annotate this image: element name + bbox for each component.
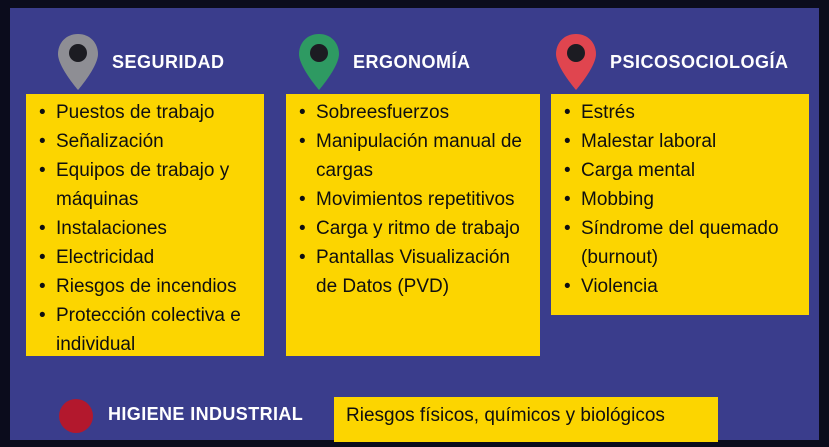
psicosociologia-title: PSICOSOCIOLOGÍA xyxy=(610,51,789,72)
list-item: •Malestar laboral xyxy=(564,131,717,152)
map-pin-icon xyxy=(58,34,98,90)
seguridad-header: SEGURIDAD xyxy=(56,30,225,94)
list-item: •Carga mental xyxy=(564,160,696,181)
item-text: Movimientos repetitivos xyxy=(316,189,515,210)
seguridad-list: •Puestos de trabajo •Señalización •Equip… xyxy=(38,98,254,359)
ergonomia-list: •Sobreesfuerzos •Manipulación manual de … xyxy=(298,98,530,301)
ergonomia-header: ERGONOMÍA xyxy=(297,30,471,94)
list-item: •Sobreesfuerzos xyxy=(299,102,450,123)
list-item: •Protección colectiva e individual xyxy=(39,305,241,355)
map-pin-icon xyxy=(556,34,596,90)
slide: SEGURIDAD ERGONOMÍA PSICOSOCIOLOGÍA •Pue… xyxy=(10,8,819,442)
item-text: Pantallas Visualización de Datos (PVD) xyxy=(316,247,510,297)
item-text: Sobreesfuerzos xyxy=(316,102,450,123)
list-item: •Estrés xyxy=(564,102,635,123)
higiene-text: Riesgos físicos, químicos y biológicos xyxy=(346,405,665,426)
list-item: •Equipos de trabajo y máquinas xyxy=(39,160,230,210)
list-item: •Violencia xyxy=(564,276,658,297)
item-text: Instalaciones xyxy=(56,218,167,239)
item-text: Equipos de trabajo y máquinas xyxy=(56,160,230,210)
higiene-box: Riesgos físicos, químicos y biológicos xyxy=(334,397,718,442)
item-text: Estrés xyxy=(581,102,635,123)
psicosociologia-box: •Estrés •Malestar laboral •Carga mental … xyxy=(551,94,809,315)
list-item: •Carga y ritmo de trabajo xyxy=(299,218,520,239)
item-text: Señalización xyxy=(56,131,164,152)
map-pin-icon xyxy=(299,34,339,90)
item-text: Puestos de trabajo xyxy=(56,102,215,123)
item-text: Manipulación manual de cargas xyxy=(316,131,522,181)
item-text: Síndrome del quemado (burnout) xyxy=(581,218,779,268)
list-item: •Señalización xyxy=(39,131,164,152)
higiene-dot-icon xyxy=(59,399,93,433)
list-item: •Puestos de trabajo xyxy=(39,102,215,123)
seguridad-box: •Puestos de trabajo •Señalización •Equip… xyxy=(26,94,264,356)
item-text: Protección colectiva e individual xyxy=(56,305,241,355)
item-text: Electricidad xyxy=(56,247,155,268)
list-item: •Instalaciones xyxy=(39,218,167,239)
list-item: •Síndrome del quemado (burnout) xyxy=(564,218,779,268)
list-item: •Manipulación manual de cargas xyxy=(299,131,522,181)
list-item: •Movimientos repetitivos xyxy=(299,189,515,210)
item-text: Mobbing xyxy=(581,189,654,210)
psicosociologia-list: •Estrés •Malestar laboral •Carga mental … xyxy=(563,98,799,301)
item-text: Riesgos de incendios xyxy=(56,276,237,297)
psicosociologia-header: PSICOSOCIOLOGÍA xyxy=(554,30,789,94)
item-text: Violencia xyxy=(581,276,658,297)
ergonomia-title: ERGONOMÍA xyxy=(353,51,471,72)
list-item: •Electricidad xyxy=(39,247,155,268)
item-text: Malestar laboral xyxy=(581,131,717,152)
ergonomia-box: •Sobreesfuerzos •Manipulación manual de … xyxy=(286,94,540,356)
list-item: •Mobbing xyxy=(564,189,654,210)
item-text: Carga y ritmo de trabajo xyxy=(316,218,520,239)
list-item: •Pantallas Visualización de Datos (PVD) xyxy=(299,247,510,297)
seguridad-title: SEGURIDAD xyxy=(112,51,225,72)
list-item: •Riesgos de incendios xyxy=(39,276,237,297)
higiene-title: HIGIENE INDUSTRIAL xyxy=(108,404,304,424)
item-text: Carga mental xyxy=(581,160,696,181)
